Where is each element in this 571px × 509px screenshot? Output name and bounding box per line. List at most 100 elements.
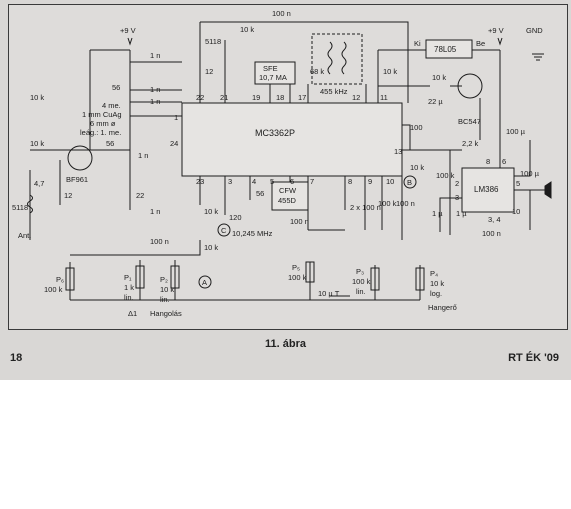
label-r10k-right: 10 k <box>410 163 424 172</box>
label-p2: P₂ <box>160 275 168 284</box>
filter-sfe <box>254 61 296 85</box>
label-r100k-right: 100 k <box>436 171 455 180</box>
label-coil-note-3: 6 mm ø <box>90 119 116 128</box>
label-c1n-a: 1 n <box>150 51 160 60</box>
pin-3: 3 <box>228 177 232 186</box>
label-c100n-top: 100 n <box>272 9 291 18</box>
label-regulator-ki: Ki <box>414 39 421 48</box>
label-supply-2: +9 V <box>488 26 504 35</box>
label-lm-pin-34: 3, 4 <box>488 215 501 224</box>
label-p3: P₃ <box>356 267 364 276</box>
journal-name: RT ÉK '09 <box>508 352 559 364</box>
pin-12: 12 <box>352 93 360 102</box>
label-c1n-e: 1 n <box>150 207 160 216</box>
pin-18: 18 <box>276 93 284 102</box>
label-c100u-b: 100 µ <box>520 169 540 178</box>
test-point-c <box>217 223 231 237</box>
label-c22u: 22 µ <box>428 97 443 106</box>
label-r10k-left: 10 k <box>30 93 44 102</box>
test-point-b <box>403 175 417 189</box>
pin-7: 7 <box>310 177 314 186</box>
label-cfw-a: CFW <box>279 186 297 195</box>
label-p4-log: log. <box>430 289 442 298</box>
label-ant: Ant. <box>18 231 31 240</box>
schematic-diagram: MC3362P 78L05 Ki Be LM386 SFE 10,7 MA CF… <box>12 9 552 318</box>
page-number: 18 <box>10 352 23 364</box>
label-lm-pin-8: 8 <box>486 157 490 166</box>
label-c12-top: 12 <box>205 67 213 76</box>
label-c1n-b: 1 n <box>150 85 160 94</box>
pin-23: 23 <box>196 177 204 186</box>
label-c2x100n: 2 x 100 n <box>350 203 381 212</box>
label-c100n-p9: 100 n <box>396 199 415 208</box>
label-sfe-b: 10,7 MA <box>259 73 287 82</box>
pin-11: 11 <box>380 93 388 102</box>
label-p5: P₅ <box>292 263 300 272</box>
label-c12-ant: 12 <box>64 191 72 200</box>
label-coil-note-1: 4 me. <box>102 101 121 110</box>
pin-5: 5 <box>270 177 274 186</box>
pin-24: 24 <box>170 139 178 148</box>
label-c100n-out: 100 n <box>482 229 501 238</box>
pin-4: 4 <box>252 177 256 186</box>
pin-21: 21 <box>220 93 228 102</box>
pin-6: 6 <box>290 177 294 186</box>
label-ic-main: MC3362P <box>255 128 295 138</box>
figure-caption: 11. ábra <box>265 338 306 350</box>
label-regulator: 78L05 <box>434 45 457 54</box>
pin-1: 1 <box>174 113 178 122</box>
label-p3-val: 100 k <box>352 277 371 286</box>
label-lm386: LM386 <box>474 185 499 194</box>
label-regulator-be: Be <box>476 39 485 48</box>
pin-8: 8 <box>348 177 352 186</box>
label-r10k-gate: 10 k <box>30 139 44 148</box>
label-r68k: 68 k <box>310 67 324 76</box>
label-coil-note-4: leág.: 1. me. <box>80 128 121 137</box>
label-coil-455: 455 kHz <box>320 87 348 96</box>
label-supply-1: +9 V <box>120 26 136 35</box>
label-p4-val: 10 k <box>430 279 444 288</box>
label-c56: 56 <box>256 189 264 198</box>
label-p3-lin: lin. <box>356 287 366 296</box>
label-coil-5118-ant: 5118 <box>12 203 28 212</box>
label-c100u-a: 100 µ <box>506 127 526 136</box>
pin-17: 17 <box>298 93 306 102</box>
label-c22-var: 22 <box>136 191 144 200</box>
label-c1u-b: 1 µ <box>456 209 467 218</box>
label-coil-5118-top: 5118 <box>205 37 221 46</box>
label-hangolas: Hangolás <box>150 309 182 318</box>
pin-9: 9 <box>368 177 372 186</box>
label-coil-note-2: 1 mm CuAg <box>82 110 122 119</box>
label-p2-lin: lin. <box>160 295 170 304</box>
label-gnd: GND <box>526 26 543 35</box>
pin-22: 22 <box>196 93 204 102</box>
label-p6-val: 100 k <box>44 285 63 294</box>
label-p2-val: 10 k <box>160 285 174 294</box>
label-point-c: C <box>221 226 227 235</box>
label-r10k-reg2: 10 k <box>432 73 446 82</box>
label-delta1: Δ1 <box>128 309 137 318</box>
bjt-bc547 <box>457 73 483 99</box>
test-point-a <box>198 275 212 289</box>
label-c10u-t: 10 µ T <box>318 289 340 298</box>
label-r10k-low: 10 k <box>204 243 218 252</box>
label-bjt: BC547 <box>458 117 481 126</box>
label-r10k-top: 10 k <box>240 25 254 34</box>
label-r10k-p23: 10 k <box>204 207 218 216</box>
label-r2-2k: 2,2 k <box>462 139 479 148</box>
pin-13: 13 <box>394 147 402 156</box>
label-lm-pin-5: 5 <box>516 179 520 188</box>
pin-19: 19 <box>252 93 260 102</box>
label-p1: P₁ <box>124 273 132 282</box>
label-c100n-x: 100 n <box>290 217 309 226</box>
label-c120: 120 <box>229 213 242 222</box>
fet-bf961 <box>67 145 93 171</box>
label-p5-val: 100 k <box>288 273 307 282</box>
label-r100k-p9: 100 k <box>378 199 397 208</box>
label-r10-out: 10 <box>512 207 520 216</box>
label-p4: P₄ <box>430 269 438 278</box>
label-r56-a: 56 <box>112 83 120 92</box>
label-hangero: Hangerő <box>428 303 457 312</box>
label-cfw-b: 455D <box>278 196 297 205</box>
